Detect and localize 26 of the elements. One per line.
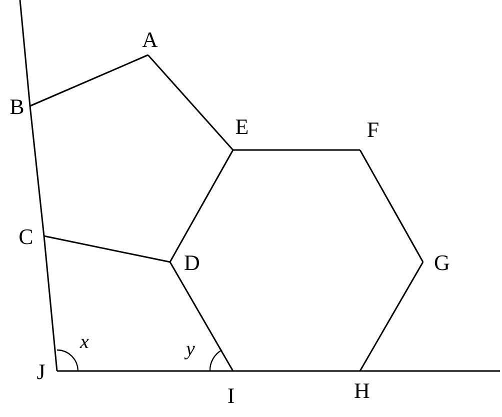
line-segment [233, 149, 360, 151]
line-segment [43, 236, 58, 372]
line-segment [233, 370, 360, 372]
point-label: J [27, 360, 55, 384]
line-segment [147, 54, 234, 150]
point-label: H [350, 377, 374, 405]
line-segment [169, 262, 234, 372]
angle-label: x [80, 332, 89, 352]
point-label: B [4, 95, 30, 119]
point-label: D [178, 251, 206, 275]
line-segment [360, 370, 500, 372]
point-label: I [220, 382, 242, 410]
line-segment [359, 150, 424, 262]
point-label: E [230, 112, 254, 142]
angle-label: y [186, 339, 195, 359]
point-label: F [362, 116, 384, 144]
line-segment [19, 0, 31, 106]
line-segment [359, 262, 424, 372]
point-label: A [139, 24, 161, 55]
line-segment [30, 54, 148, 107]
line-segment [44, 235, 170, 263]
line-segment [57, 370, 233, 372]
point-label: G [428, 251, 456, 275]
point-label: C [12, 225, 40, 249]
line-segment [169, 150, 234, 262]
line-segment [29, 106, 45, 236]
